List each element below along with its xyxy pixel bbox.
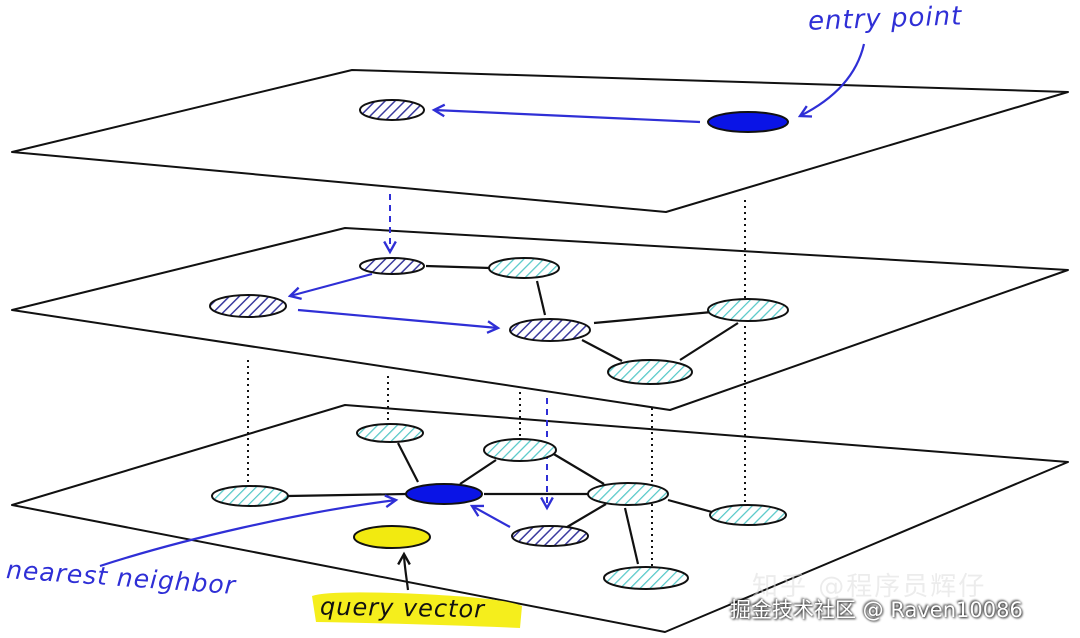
node-neighbor	[587, 482, 669, 506]
edge	[561, 503, 607, 531]
entry-point-node	[707, 111, 789, 133]
bottom-layer-plane	[11, 404, 1069, 633]
top-layer	[11, 69, 1069, 213]
route-arrow-bottom	[472, 506, 511, 528]
node-neighbor	[483, 438, 557, 462]
route-arrow-middle-forward	[297, 308, 498, 328]
top-layer-plane	[11, 69, 1069, 213]
route-arrow-middle-back	[290, 272, 373, 296]
watermark-juejin: 掘金技术社区 @ Raven10086	[730, 598, 1023, 622]
node-visited	[509, 318, 591, 342]
node-neighbor	[709, 504, 787, 526]
edge	[667, 498, 713, 514]
entry-point-label: entry point	[807, 1, 963, 37]
edge	[593, 310, 713, 325]
edge	[679, 322, 739, 361]
edge	[425, 264, 491, 270]
node-visited	[359, 257, 425, 275]
nearest-neighbor-pointer	[99, 500, 396, 568]
search-route	[290, 110, 701, 528]
edge	[551, 452, 605, 485]
query-vector-label: query vector	[319, 592, 486, 624]
query-vector-highlight	[312, 592, 522, 628]
node-neighbor	[356, 423, 424, 443]
node-visited	[359, 99, 425, 121]
middle-layer-edges	[425, 264, 739, 362]
node-neighbor	[488, 257, 560, 279]
node-neighbor	[211, 485, 289, 507]
edge	[535, 280, 547, 316]
bottom-layer	[11, 404, 1069, 633]
edge	[287, 492, 407, 498]
entry-point-pointer	[800, 43, 866, 116]
edge	[459, 459, 497, 485]
node-visited	[511, 525, 589, 547]
watermark-zhihu: 知乎 @程序员辉仔	[752, 572, 987, 602]
nearest-neighbor-node	[405, 483, 483, 505]
node-neighbor	[607, 359, 693, 385]
node-visited	[209, 294, 287, 318]
route-arrow-top-layer	[434, 110, 701, 124]
edge	[581, 339, 623, 362]
node-neighbor	[707, 298, 789, 322]
top-to-middle-connectors	[390, 194, 746, 300]
query-vector-node	[353, 525, 431, 549]
query-vector-pointer	[404, 554, 408, 591]
node-neighbor	[603, 566, 689, 590]
bottom-layer-edges	[287, 442, 713, 565]
edge	[623, 507, 640, 565]
edge	[397, 442, 419, 483]
